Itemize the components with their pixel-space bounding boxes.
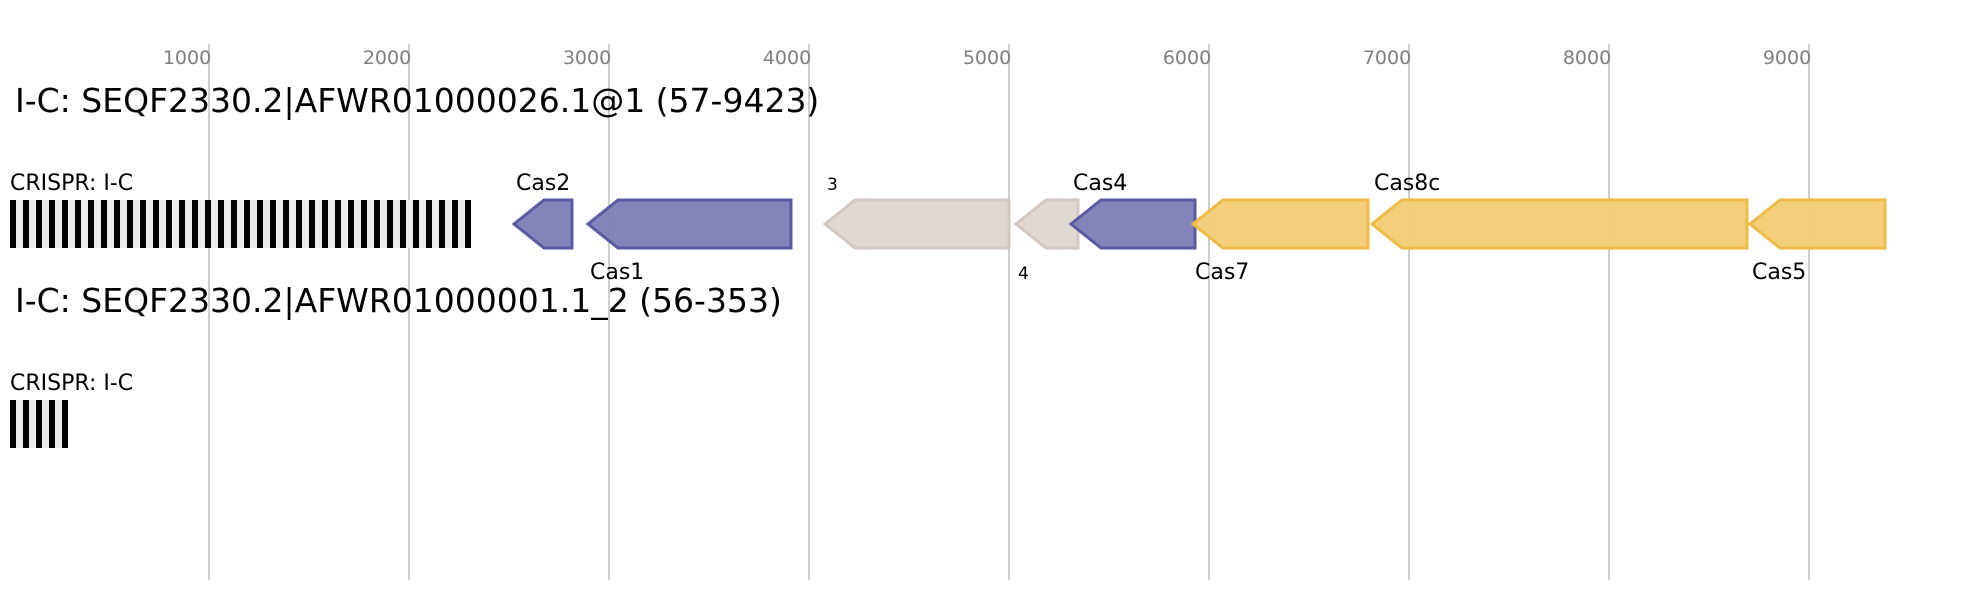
gene-label: 4 (1018, 264, 1029, 284)
crispr-repeat (10, 400, 16, 448)
gene-arrow-cas8c (1369, 198, 1749, 250)
crispr-repeat (114, 200, 120, 248)
crispr-repeat (88, 200, 94, 248)
gene-label: Cas7 (1195, 260, 1249, 285)
crispr-repeat (218, 200, 224, 248)
axis-tick-label: 7000 (1363, 47, 1411, 69)
crispr-repeat (465, 200, 471, 248)
crispr-repeat (439, 200, 445, 248)
crispr-label: CRISPR: I-C (10, 171, 133, 196)
crispr-repeat (36, 200, 42, 248)
crispr-repeat (205, 200, 211, 248)
crispr-repeat (426, 200, 432, 248)
crispr-repeat (49, 400, 55, 448)
crispr-repeat (75, 200, 81, 248)
crispr-repeat (62, 400, 68, 448)
crispr-repeat (36, 400, 42, 448)
crispr-repeat (309, 200, 315, 248)
crispr-repeat (400, 200, 406, 248)
axis-tick-label: 4000 (763, 47, 811, 69)
crispr-repeat (127, 200, 133, 248)
gene-arrow-3 (822, 198, 1011, 250)
axis-tick-label: 5000 (963, 47, 1011, 69)
crispr-repeat (153, 200, 159, 248)
gene-arrow-cas4 (1068, 198, 1197, 250)
axis-tick-label: 2000 (363, 47, 411, 69)
crispr-repeat (49, 200, 55, 248)
crispr-repeat (23, 400, 29, 448)
locus-title: I-C: SEQF2330.2|AFWR01000026.1@1 (57-942… (15, 81, 819, 120)
crispr-repeat (10, 200, 16, 248)
crispr-repeat (322, 200, 328, 248)
crispr-repeat (179, 200, 185, 248)
crispr-repeat (23, 200, 29, 248)
crispr-repeat (413, 200, 419, 248)
crispr-repeat (101, 200, 107, 248)
crispr-repeat (374, 200, 380, 248)
gene-label: Cas2 (516, 171, 570, 196)
crispr-repeat (244, 200, 250, 248)
crispr-repeat (348, 200, 354, 248)
gene-label: Cas1 (590, 260, 644, 285)
gene-label: 3 (827, 175, 838, 195)
axis-tick-label: 3000 (563, 47, 611, 69)
locus-title: I-C: SEQF2330.2|AFWR01000001.1_2 (56-353… (15, 281, 782, 320)
crispr-repeat (192, 200, 198, 248)
gene-arrow-cas1 (585, 198, 793, 250)
crispr-repeat (452, 200, 458, 248)
gene-arrow-cas7 (1190, 198, 1370, 250)
crispr-repeat (166, 200, 172, 248)
gene-label: Cas8c (1374, 171, 1440, 196)
crispr-repeat (335, 200, 341, 248)
crispr-repeat (361, 200, 367, 248)
crispr-repeat (62, 200, 68, 248)
gene-label: Cas5 (1752, 260, 1806, 285)
axis-tick-label: 1000 (163, 47, 211, 69)
crispr-repeat (283, 200, 289, 248)
gene-label: Cas4 (1073, 171, 1127, 196)
crispr-repeat (270, 200, 276, 248)
crispr-label: CRISPR: I-C (10, 371, 133, 396)
crispr-repeat (140, 200, 146, 248)
crispr-repeat (257, 200, 263, 248)
axis-tick-label: 8000 (1563, 47, 1611, 69)
axis-tick-label: 9000 (1763, 47, 1811, 69)
crispr-array (10, 200, 471, 248)
crispr-repeat (387, 200, 393, 248)
axis-tick-label: 6000 (1163, 47, 1211, 69)
crispr-repeat (296, 200, 302, 248)
crispr-repeat (231, 200, 237, 248)
gene-arrow-cas5 (1747, 198, 1887, 250)
gene-arrow-cas2 (511, 198, 574, 250)
